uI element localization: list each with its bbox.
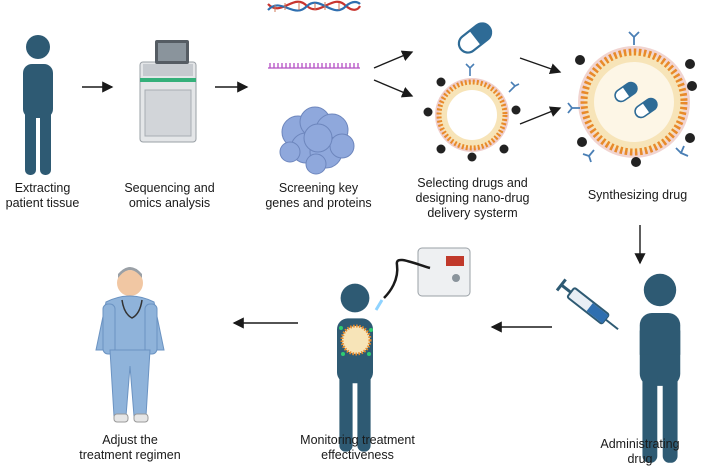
step-5-label: Synthesizing drug: [587, 188, 688, 202]
syringe-icon: [555, 278, 619, 331]
step-4-label: Selecting drugs and designing nano-drug …: [415, 176, 530, 220]
doctor-icon: [95, 267, 165, 423]
patient-receiving-icon: [639, 273, 681, 463]
rna-icon: [268, 63, 360, 69]
pill-icon: [457, 22, 493, 54]
nanoparticle-large-icon: [567, 31, 697, 167]
step-2-label: Sequencing and omics analysis: [124, 181, 215, 210]
dna-icon: [267, 0, 361, 12]
flow-arrows: [82, 50, 646, 333]
arrow-3-to-nano: [373, 79, 414, 98]
arrow-nano-to-5: [519, 106, 562, 125]
step-6-label: Administrating drug: [600, 437, 680, 466]
step-1-label: Extracting patient tissue: [5, 181, 80, 210]
nanoparticle-small-icon: [423, 63, 521, 162]
patient-icon: [23, 35, 53, 175]
arrow-3-to-pill: [373, 50, 414, 69]
patient-monitored-icon: [337, 283, 373, 452]
monitoring-device-icon: [374, 247, 471, 311]
arrow-pill-to-5: [519, 57, 562, 75]
protein-icon: [279, 106, 355, 175]
nanoparticle-in-body-icon: [339, 324, 373, 356]
step-3-label: Screening key genes and proteins: [265, 181, 372, 210]
step-7-label: Monitoring treatment effectiveness: [300, 433, 415, 462]
sequencer-icon: [139, 40, 197, 143]
step-8-label: Adjust the treatment regimen: [79, 433, 181, 462]
